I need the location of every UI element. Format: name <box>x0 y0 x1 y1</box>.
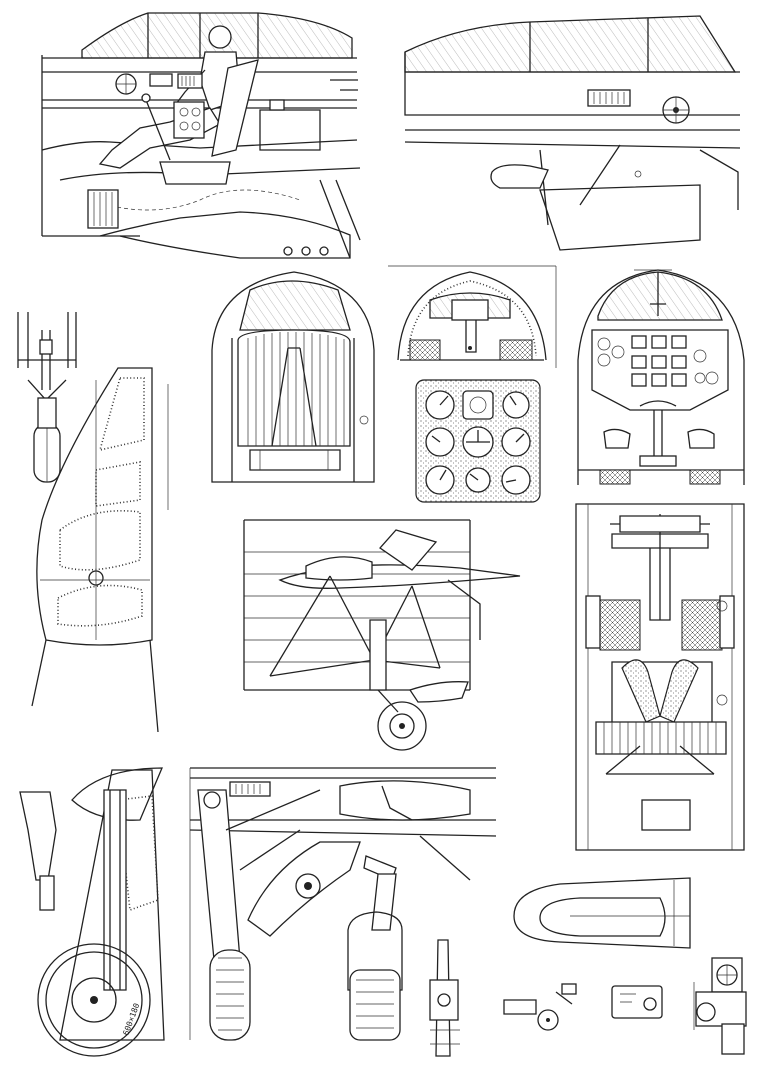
switch-box <box>611 985 663 1019</box>
tail-wheel-assembly <box>347 855 403 1041</box>
gauge-fuel-icon <box>425 465 455 495</box>
gauge-compass-icon <box>462 390 494 420</box>
gauge-attitude-icon <box>462 426 494 458</box>
handwheel-icon <box>662 96 690 124</box>
strut-detail-slim <box>429 939 460 1057</box>
undercarriage-leg-with-wheel: 600×180 <box>19 767 165 1057</box>
castor-fitting <box>503 983 577 1031</box>
cockpit-side-view-left <box>41 12 361 259</box>
cockpit-front-view-dashboard <box>577 269 745 485</box>
control-stick <box>141 93 171 161</box>
strut-hub-icon <box>295 873 321 899</box>
seat-rear-view <box>211 271 375 483</box>
main-undercarriage-side-view <box>243 519 521 751</box>
gauge-airspeed-icon <box>425 427 455 457</box>
cockpit-side-view-right <box>404 15 741 251</box>
gauge-rpm-icon <box>501 427 531 457</box>
instrument-panel <box>415 379 541 503</box>
cockpit-plan-view <box>575 503 745 851</box>
main-wheel-icon <box>377 701 427 751</box>
gauge-clock-icon <box>425 390 455 420</box>
gauge-altimeter-icon <box>502 391 530 419</box>
cockpit-front-view-upper <box>388 265 557 368</box>
fuselage-frame-plate <box>31 367 169 733</box>
pump-assembly <box>693 957 747 1055</box>
gauge-pressure-icon <box>465 467 491 493</box>
landing-gear-strut-small <box>17 312 77 483</box>
main-wheel-icon <box>37 943 151 1057</box>
wing-root-gear-retraction <box>189 767 497 1041</box>
dashboard-gauges <box>597 335 719 387</box>
fairing-plan-view <box>513 877 691 949</box>
handwheel-icon <box>115 73 137 95</box>
instrument-strip <box>587 89 631 107</box>
gauge-climb-icon <box>501 465 531 495</box>
